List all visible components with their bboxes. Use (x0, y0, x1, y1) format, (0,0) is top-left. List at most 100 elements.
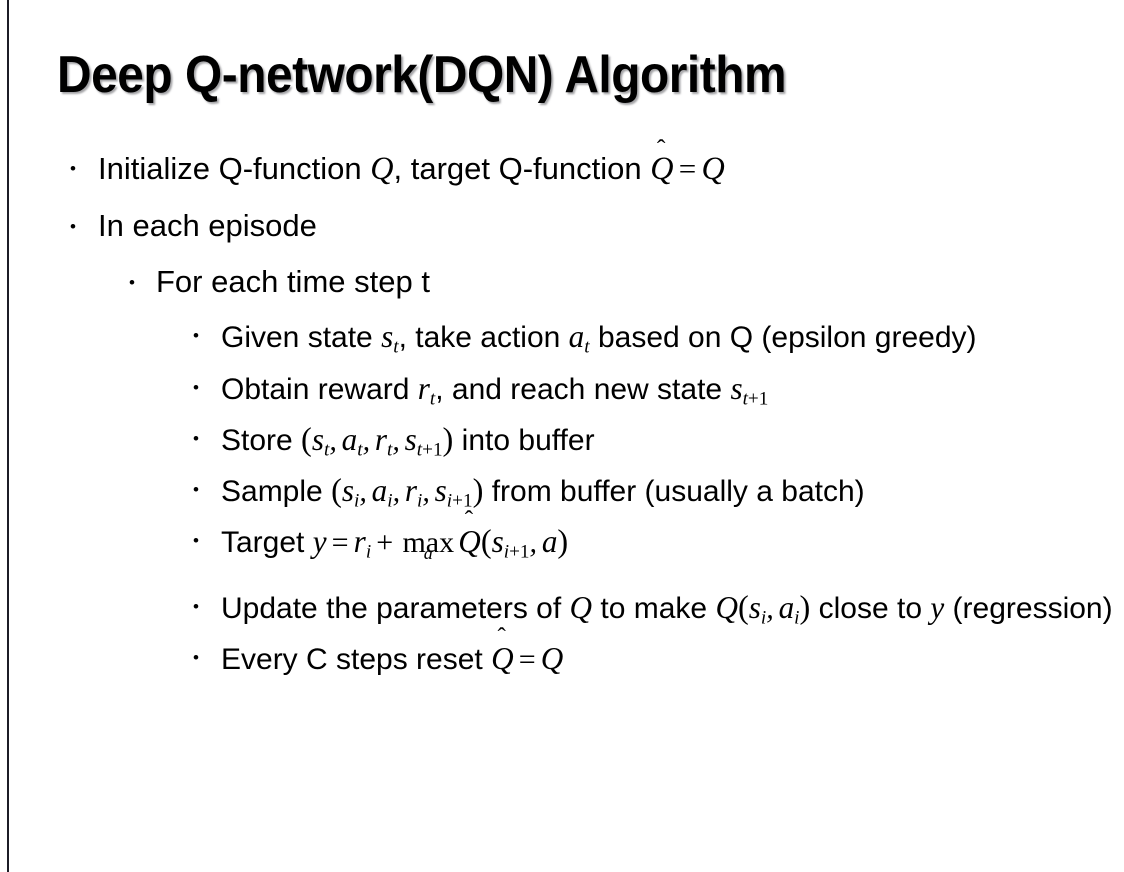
math-var-r: r (374, 421, 387, 457)
text-run: close to (810, 591, 931, 625)
math-var-r: r (353, 523, 366, 559)
list-item-sample-from-buffer: • Sample (si,ai,ri,si+1) from buffer (us… (0, 470, 1124, 514)
math-comma: , (392, 474, 401, 508)
math-var-s: s (491, 523, 504, 559)
sub-index: i (503, 541, 510, 563)
text-run: Store (221, 423, 302, 457)
list-item-in-each-episode: • In each episode (0, 206, 1124, 246)
math-var-a: a (341, 421, 358, 457)
sub-index: t (416, 439, 423, 461)
sub-offset: +1 (747, 387, 769, 409)
bullet-glyph-icon: • (193, 428, 199, 448)
math-subscript-t: t (387, 439, 393, 461)
text-run: Target (221, 525, 313, 559)
text-run: , and reach new state (435, 372, 731, 406)
math-var-a: a (778, 589, 795, 625)
math-comma: , (766, 591, 774, 625)
sub-offset: +1 (452, 490, 473, 512)
list-item-text: Initialize Q-function Q, target Q-functi… (98, 136, 1124, 190)
text-run: Update the parameters of (221, 591, 570, 625)
math-subscript-t: t (584, 336, 590, 358)
bullet-glyph-icon: • (129, 273, 135, 293)
text-run: into buffer (453, 423, 595, 457)
math-var-s: s (341, 472, 354, 508)
list-item-update-parameters: • Update the parameters of Q to make Q(s… (0, 587, 1124, 631)
math-subscript-t: t (393, 336, 399, 358)
math-comma: , (529, 525, 538, 559)
bullet-glyph-icon: • (193, 326, 199, 346)
math-subscript-t-plus-1: t+1 (417, 439, 443, 460)
math-var-r: r (404, 472, 418, 508)
circumflex-icon: ˆ (497, 624, 506, 652)
math-comma: , (422, 474, 430, 508)
math-var-s: s (748, 589, 761, 625)
bullet-glyph-icon: • (193, 377, 199, 397)
math-var-s: s (730, 370, 743, 406)
list-item-text: Store (st,at,rt,st+1) into buffer (221, 419, 1124, 463)
text-run: Initialize Q-function (98, 151, 371, 186)
math-subscript-i: i (760, 607, 767, 629)
sub-index: i (446, 490, 453, 512)
bullet-glyph-icon: • (193, 479, 199, 499)
left-edge-rule (7, 0, 9, 872)
math-subscript-i-plus-1: i+1 (447, 490, 473, 511)
math-subscript-t-plus-1: t+1 (743, 388, 769, 409)
sub-index: t (742, 387, 748, 409)
math-var-y: y (312, 523, 327, 559)
math-subscript-i: i (354, 490, 360, 512)
list-item-text: Obtain reward rt, and reach new state st… (221, 368, 1124, 412)
math-comma: , (362, 423, 371, 457)
text-run: to make (592, 591, 716, 625)
math-paren-open: ( (301, 421, 312, 458)
math-var-s: s (381, 319, 394, 355)
text-run: Sample (221, 474, 332, 508)
math-var-s2: s (404, 421, 417, 457)
text-run: Every C steps reset (221, 643, 492, 677)
bullet-glyph-icon: • (70, 159, 76, 178)
math-op-equals: = (518, 643, 536, 677)
list-item-store-into-buffer: • Store (st,at,rt,st+1) into buffer (0, 419, 1124, 463)
text-run: Given state (221, 321, 382, 355)
list-item-text: Sample (si,ai,ri,si+1) from buffer (usua… (221, 470, 1124, 514)
list-item-obtain-reward: • Obtain reward rt, and reach new state … (0, 368, 1124, 412)
circumflex-icon: ˆ (656, 133, 666, 163)
math-comma: , (329, 423, 337, 457)
math-paren-close: ) (442, 421, 454, 458)
text-run: , target Q-function (393, 151, 651, 186)
list-item-text: Update the parameters of Q to make Q(si,… (221, 587, 1124, 631)
math-paren-close: ) (557, 523, 569, 560)
list-item-text: For each time step t (156, 264, 430, 300)
math-var-r: r (417, 370, 430, 406)
math-var-a: a (568, 319, 585, 355)
text-run: , take action (398, 321, 569, 355)
math-comma: , (359, 474, 367, 508)
list-item-text: In each episode (98, 207, 317, 243)
math-comma: , (392, 423, 400, 457)
math-subscript-t: t (357, 439, 363, 461)
bullet-list: • Initialize Q-function Q, target Q-func… (0, 136, 1124, 687)
bullet-glyph-icon: • (193, 530, 199, 550)
math-var-y: y (930, 589, 945, 625)
math-paren-close: ) (799, 589, 811, 626)
math-var-base: Q (650, 150, 674, 186)
page-title: Deep Q-network(DQN) Algorithm (57, 46, 787, 104)
circumflex-icon: ˆ (464, 507, 474, 535)
math-var-base: Q (491, 641, 514, 677)
sub-offset: +1 (509, 541, 530, 563)
math-var-q: Q (569, 589, 593, 625)
bullet-glyph-icon: • (193, 648, 199, 668)
list-item-given-state: • Given state st, take action at based o… (0, 316, 1124, 360)
math-var-q: Q (370, 150, 394, 186)
text-run: (regression) (944, 591, 1113, 625)
math-paren-open: ( (480, 523, 492, 560)
bullet-glyph-icon: • (193, 596, 199, 616)
math-var-a: a (541, 523, 558, 559)
